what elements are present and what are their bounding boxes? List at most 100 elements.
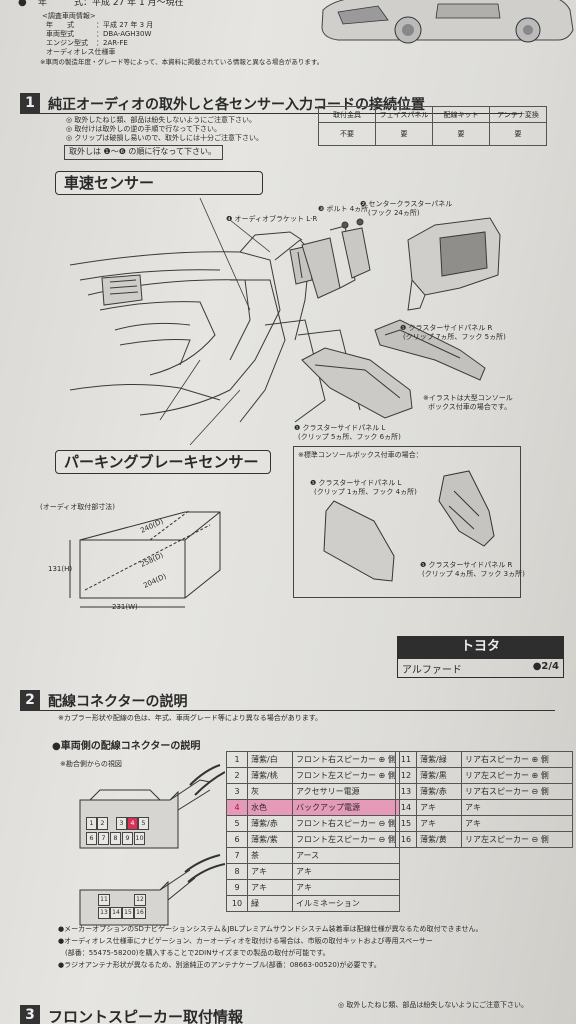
procedure-text: 取外しは ❶～❻ の順に行なって下さい。	[69, 147, 217, 156]
side-l-sub: (クリップ 5ヵ所、フック 6ヵ所)	[298, 433, 401, 441]
model-name: アルファード	[402, 665, 462, 676]
pin-color: アキ	[247, 863, 293, 880]
pin-function: アース	[292, 847, 400, 864]
section-2-footnotes: ●メーカーオプションのSDナビゲーションシステム＆JBLプレミアムサウンドシステ…	[58, 923, 568, 971]
pin-function: フロント右スピーカー ⊖ 側	[292, 815, 400, 832]
center-panel-sub: (フック 24ヵ所)	[368, 209, 420, 217]
pin-color: 灰	[247, 783, 293, 800]
center-panel-label: ❷ センタークラスターパネル	[360, 200, 453, 208]
connector-pin: 6	[86, 832, 97, 845]
model-row: アルファード ●2/4	[397, 658, 564, 678]
dim-height: 131(H)	[48, 565, 73, 573]
pin-number: 3	[226, 783, 248, 800]
pin-number: 10	[226, 895, 248, 912]
standard-console-inset: ※標準コンソールボックス付車の場合： ❶ クラスターサイドパネル L (クリップ…	[293, 446, 525, 598]
dims-title: (オーディオ取付部寸法)	[40, 503, 115, 511]
pin-function: リア左スピーカー ⊖ 側	[461, 831, 573, 848]
footnote: ●オーディオレス仕様車にナビゲーション、カーオーディオを取付ける場合は、市販の取…	[58, 937, 433, 945]
connector-pin: 1	[86, 817, 97, 830]
pin-color: アキ	[247, 879, 293, 896]
section-3-note: ◎ 取外したねじ類、部品は紛失しないようにご注意下さい。	[338, 1001, 529, 1009]
procedure-box: 取外しは ❶～❻ の順に行なって下さい。	[64, 145, 224, 160]
connector-pin: 9	[122, 832, 133, 845]
inset-r-sub: (クリップ 4ヵ所、フック 3ヵ所)	[422, 570, 525, 578]
side-r-note: ※イラストは大型コンソール	[423, 394, 513, 402]
car-illustration	[321, 0, 574, 44]
pin-function: アキ	[292, 879, 400, 896]
parking-sensor-callout: パーキングブレーキセンサー	[55, 450, 271, 474]
pin-color: 薄紫/白	[247, 751, 293, 768]
section-3-number: 3	[20, 1005, 40, 1024]
pin-color: 薄紫/赤	[247, 815, 293, 832]
pin-number: 16	[395, 831, 417, 848]
section-1-notes: ◎ 取外したねじ類、部品は紛失しないようにご注意下さい。◎ 取付けは取外しの逆の…	[66, 116, 316, 143]
pin-function: バックアップ電源	[292, 799, 400, 816]
footnote: (部番：55475-58200)を購入することで2DINサイズまでの製品の取付が…	[58, 949, 330, 957]
pin-number: 8	[226, 863, 248, 880]
connector-pin: 14	[110, 907, 122, 919]
dim-width: 231(W)	[112, 603, 138, 611]
footnote: ●ラジオアンテナ形状が異なるため、別途純正のアンテナケーブル(部番：08663-…	[58, 961, 381, 969]
tools-value: 要	[432, 122, 490, 146]
connector-pin: 10	[134, 832, 145, 845]
bracket-label: ❹ オーディオブラケット L·R	[226, 215, 318, 223]
footnote: ●メーカーオプションのSDナビゲーションシステム＆JBLプレミアムサウンドシステ…	[58, 925, 483, 933]
pin-function: リア右スピーカー ⊖ 側	[461, 783, 573, 800]
section-1-note: ◎ 取外したねじ類、部品は紛失しないようにご注意下さい。	[66, 116, 257, 124]
inset-title: ※標準コンソールボックス付車の場合：	[298, 451, 423, 459]
info-value: ：DBA-AGH30W	[96, 30, 152, 38]
pin-color: 薄紫/桃	[247, 767, 293, 784]
connector-pin: 16	[134, 907, 146, 919]
tools-header: 取付金具	[318, 106, 376, 123]
connector-pin: 8	[110, 832, 121, 845]
pin-function: イルミネーション	[292, 895, 400, 912]
inset-l-sub: (クリップ 1ヵ所、フック 4ヵ所)	[314, 488, 417, 496]
audio-dimension-diagram	[69, 510, 221, 608]
pin-number: 11	[395, 751, 417, 768]
pin-function: フロント右スピーカー ⊕ 側	[292, 751, 400, 768]
pin-number: 1	[226, 751, 248, 768]
pin-function: アキ	[461, 815, 573, 832]
pin-color: 薄紫/緑	[416, 751, 462, 768]
side-r-note-2: ボックス付車の場合です。	[428, 403, 512, 411]
pin-number: 6	[226, 831, 248, 848]
pin-number: 12	[395, 767, 417, 784]
info-key: 車両型式	[46, 30, 74, 38]
pin-function: アキ	[292, 863, 400, 880]
connector-pin: 12	[134, 894, 146, 906]
tools-value: 要	[375, 122, 433, 146]
speed-sensor-callout: 車速センサー	[55, 171, 263, 195]
tools-header: アンテナ変換	[489, 106, 547, 123]
section-3-header: 3 フロントスピーカー取付情報	[20, 1005, 560, 1024]
inset-panels-diagram	[323, 470, 495, 582]
info-key: オーディオレス仕様車	[46, 48, 116, 56]
inset-r-label: ❶ クラスターサイドパネル R	[420, 561, 513, 569]
tools-header: 配線キット	[432, 106, 490, 123]
tools-table: 取付金具フェイスパネル配線キットアンテナ変換 不要要要要	[318, 106, 547, 146]
info-key: 年 式	[46, 21, 74, 29]
pin-number: 15	[395, 815, 417, 832]
connector-pin: 7	[98, 832, 109, 845]
info-value: ：平成 27 年 3 月	[96, 21, 154, 29]
pin-color: 緑	[247, 895, 293, 912]
pin-function: フロント左スピーカー ⊕ 側	[292, 767, 400, 784]
side-l-label: ❶ クラスターサイドパネル L	[294, 424, 386, 432]
info-row: エンジン型式：2AR-FE	[46, 39, 316, 48]
info-title: <調査車両情報>	[42, 12, 96, 20]
pin-number: 4	[226, 799, 248, 816]
section-2-subtitle: ●車両側の配線コネクターの説明	[52, 741, 201, 752]
section-2-number: 2	[20, 690, 40, 710]
